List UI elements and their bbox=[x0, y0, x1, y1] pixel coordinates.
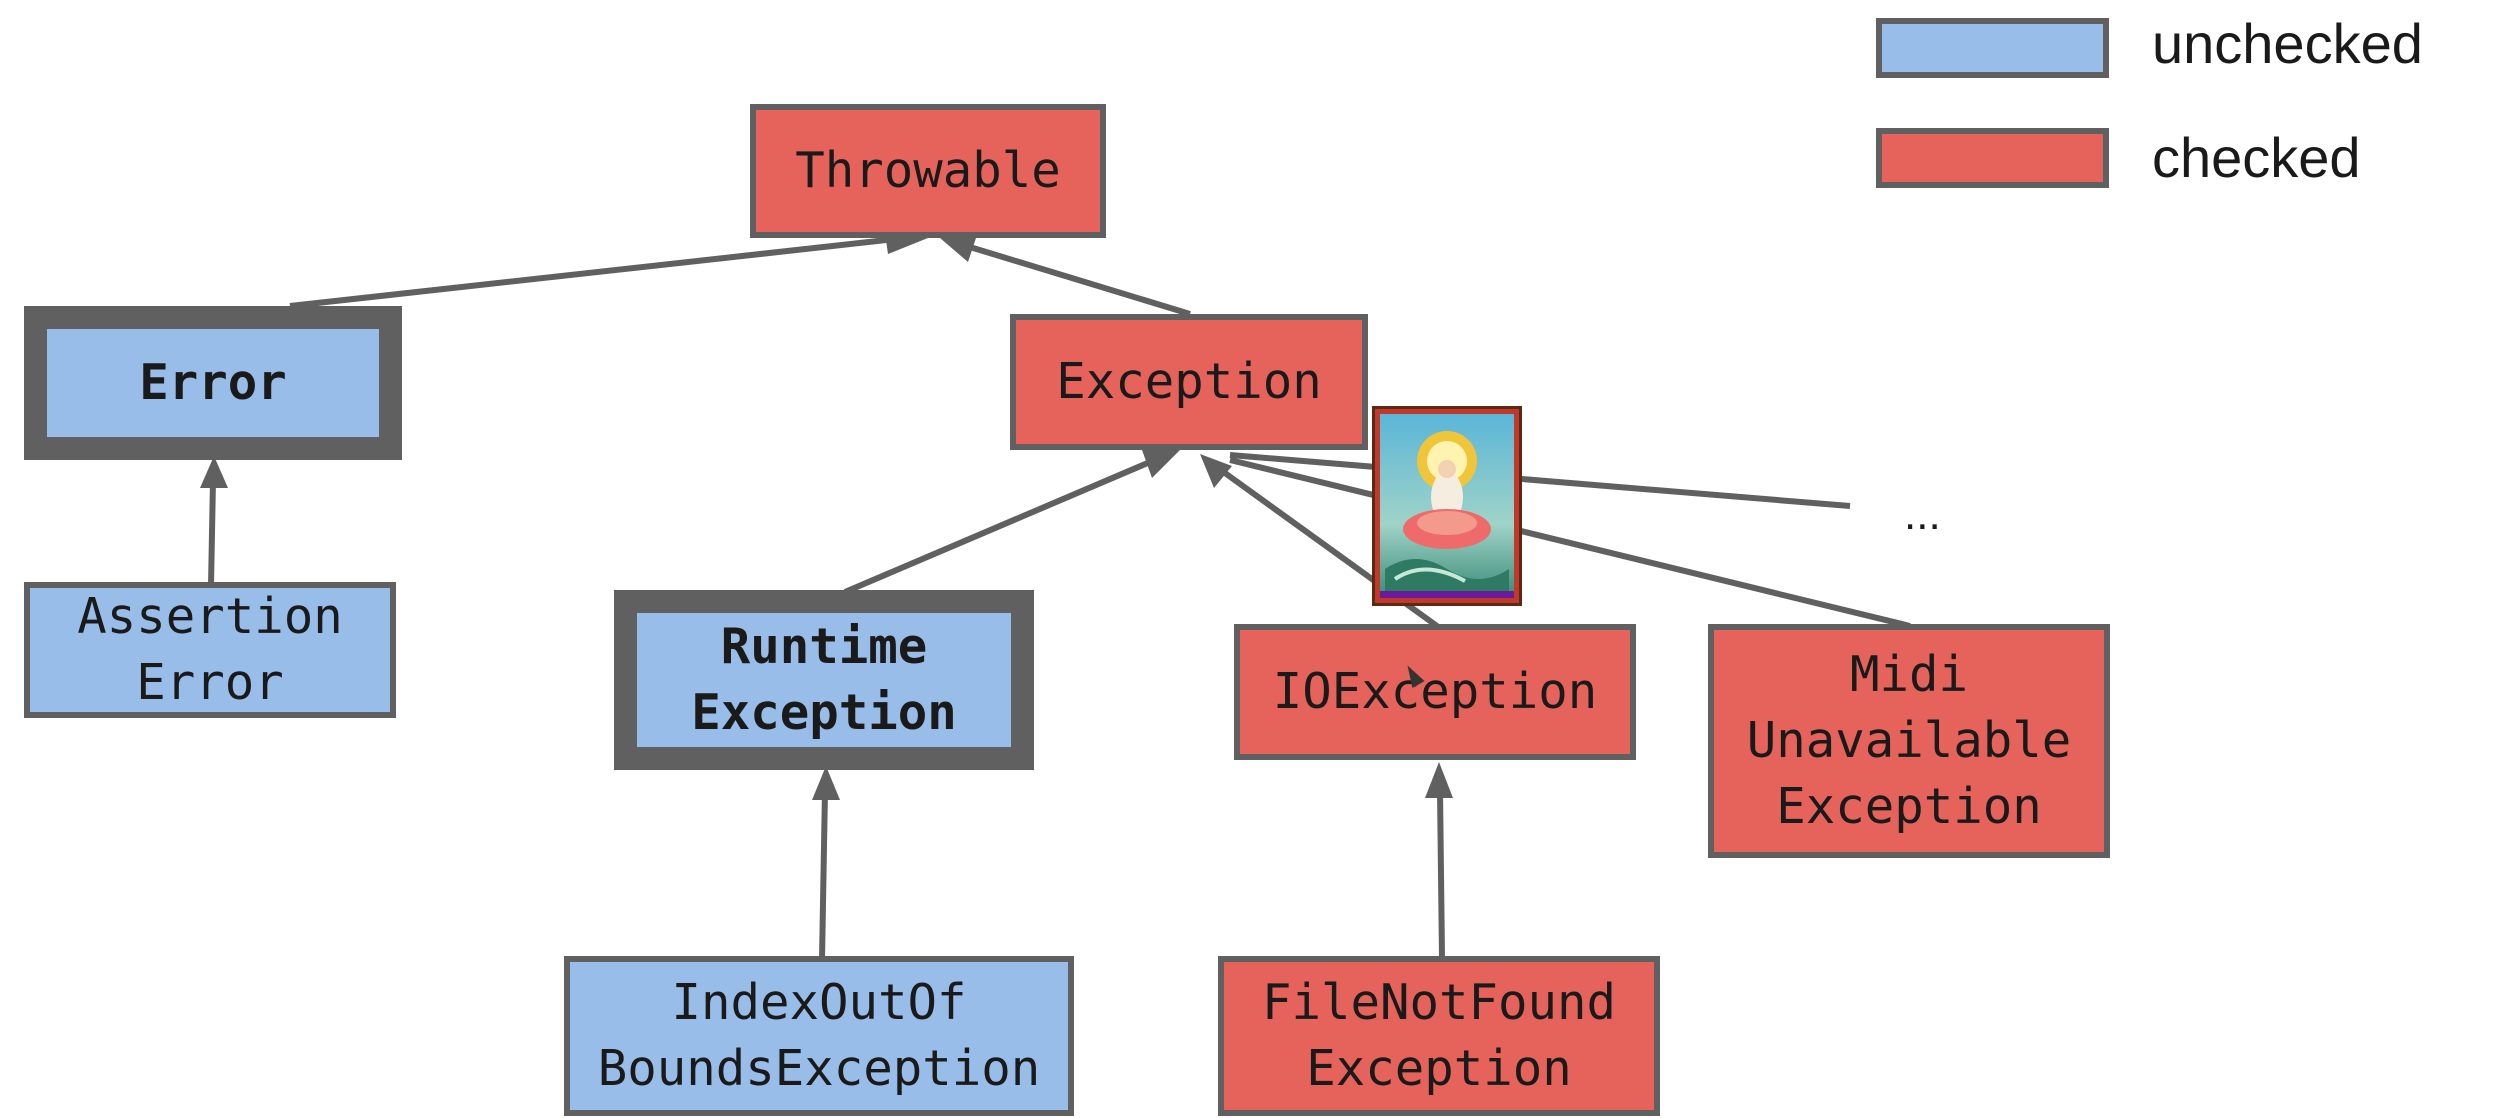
arrowhead bbox=[1142, 450, 1180, 478]
throwable-node: Throwable bbox=[750, 104, 1106, 238]
legend-checked-swatch bbox=[1876, 128, 2109, 188]
edge-midi-exception bbox=[1229, 457, 1911, 629]
runtime-exception-label: Runtime Exception bbox=[691, 618, 957, 741]
picture-art bbox=[1375, 409, 1519, 603]
edge-exception-throwable bbox=[959, 241, 1191, 317]
arrowhead bbox=[200, 456, 228, 488]
io-exception-node: IOException bbox=[1234, 624, 1636, 760]
assertion-error-node: Assertion Error bbox=[24, 582, 396, 718]
assertion-error-label: Assertion Error bbox=[77, 588, 343, 711]
arrowhead bbox=[812, 766, 840, 800]
edge-runtime-exception bbox=[843, 459, 1152, 595]
edge-error-throwable bbox=[289, 235, 906, 309]
index-out-of-bounds-exception-node: IndexOutOf BoundsException bbox=[564, 956, 1074, 1116]
arrowhead bbox=[1425, 762, 1453, 798]
more-subclasses-ellipsis: ... bbox=[1904, 490, 1941, 539]
exception-node: Exception bbox=[1010, 314, 1368, 450]
error-node: Error bbox=[24, 306, 402, 460]
edge-filenotfound-io bbox=[1437, 789, 1445, 959]
runtime-exception-node: Runtime Exception bbox=[614, 590, 1034, 770]
legend-unchecked-label: unchecked bbox=[2152, 12, 2423, 75]
error-label: Error bbox=[139, 354, 287, 411]
legend-unchecked-swatch bbox=[1876, 18, 2109, 78]
deity-on-lotus-picture-icon bbox=[1372, 406, 1522, 606]
io-exception-label: IOException bbox=[1272, 663, 1598, 720]
edge-assertion-error bbox=[208, 479, 216, 587]
legend-checked-label: checked bbox=[2152, 126, 2361, 189]
throwable-label: Throwable bbox=[795, 142, 1061, 199]
midi-unavailable-exception-node: Midi Unavailable Exception bbox=[1708, 624, 2110, 858]
file-not-found-exception-label: FileNotFound Exception bbox=[1261, 974, 1616, 1097]
edge-more-exception bbox=[1229, 452, 1851, 509]
arrowhead bbox=[1200, 454, 1232, 488]
index-out-of-bounds-exception-label: IndexOutOf BoundsException bbox=[597, 974, 1041, 1097]
midi-unavailable-exception-label: Midi Unavailable Exception bbox=[1746, 646, 2072, 835]
edge-index-runtime bbox=[819, 789, 828, 961]
exception-label: Exception bbox=[1056, 353, 1322, 410]
arrowhead bbox=[940, 232, 978, 262]
file-not-found-exception-node: FileNotFound Exception bbox=[1218, 956, 1660, 1116]
